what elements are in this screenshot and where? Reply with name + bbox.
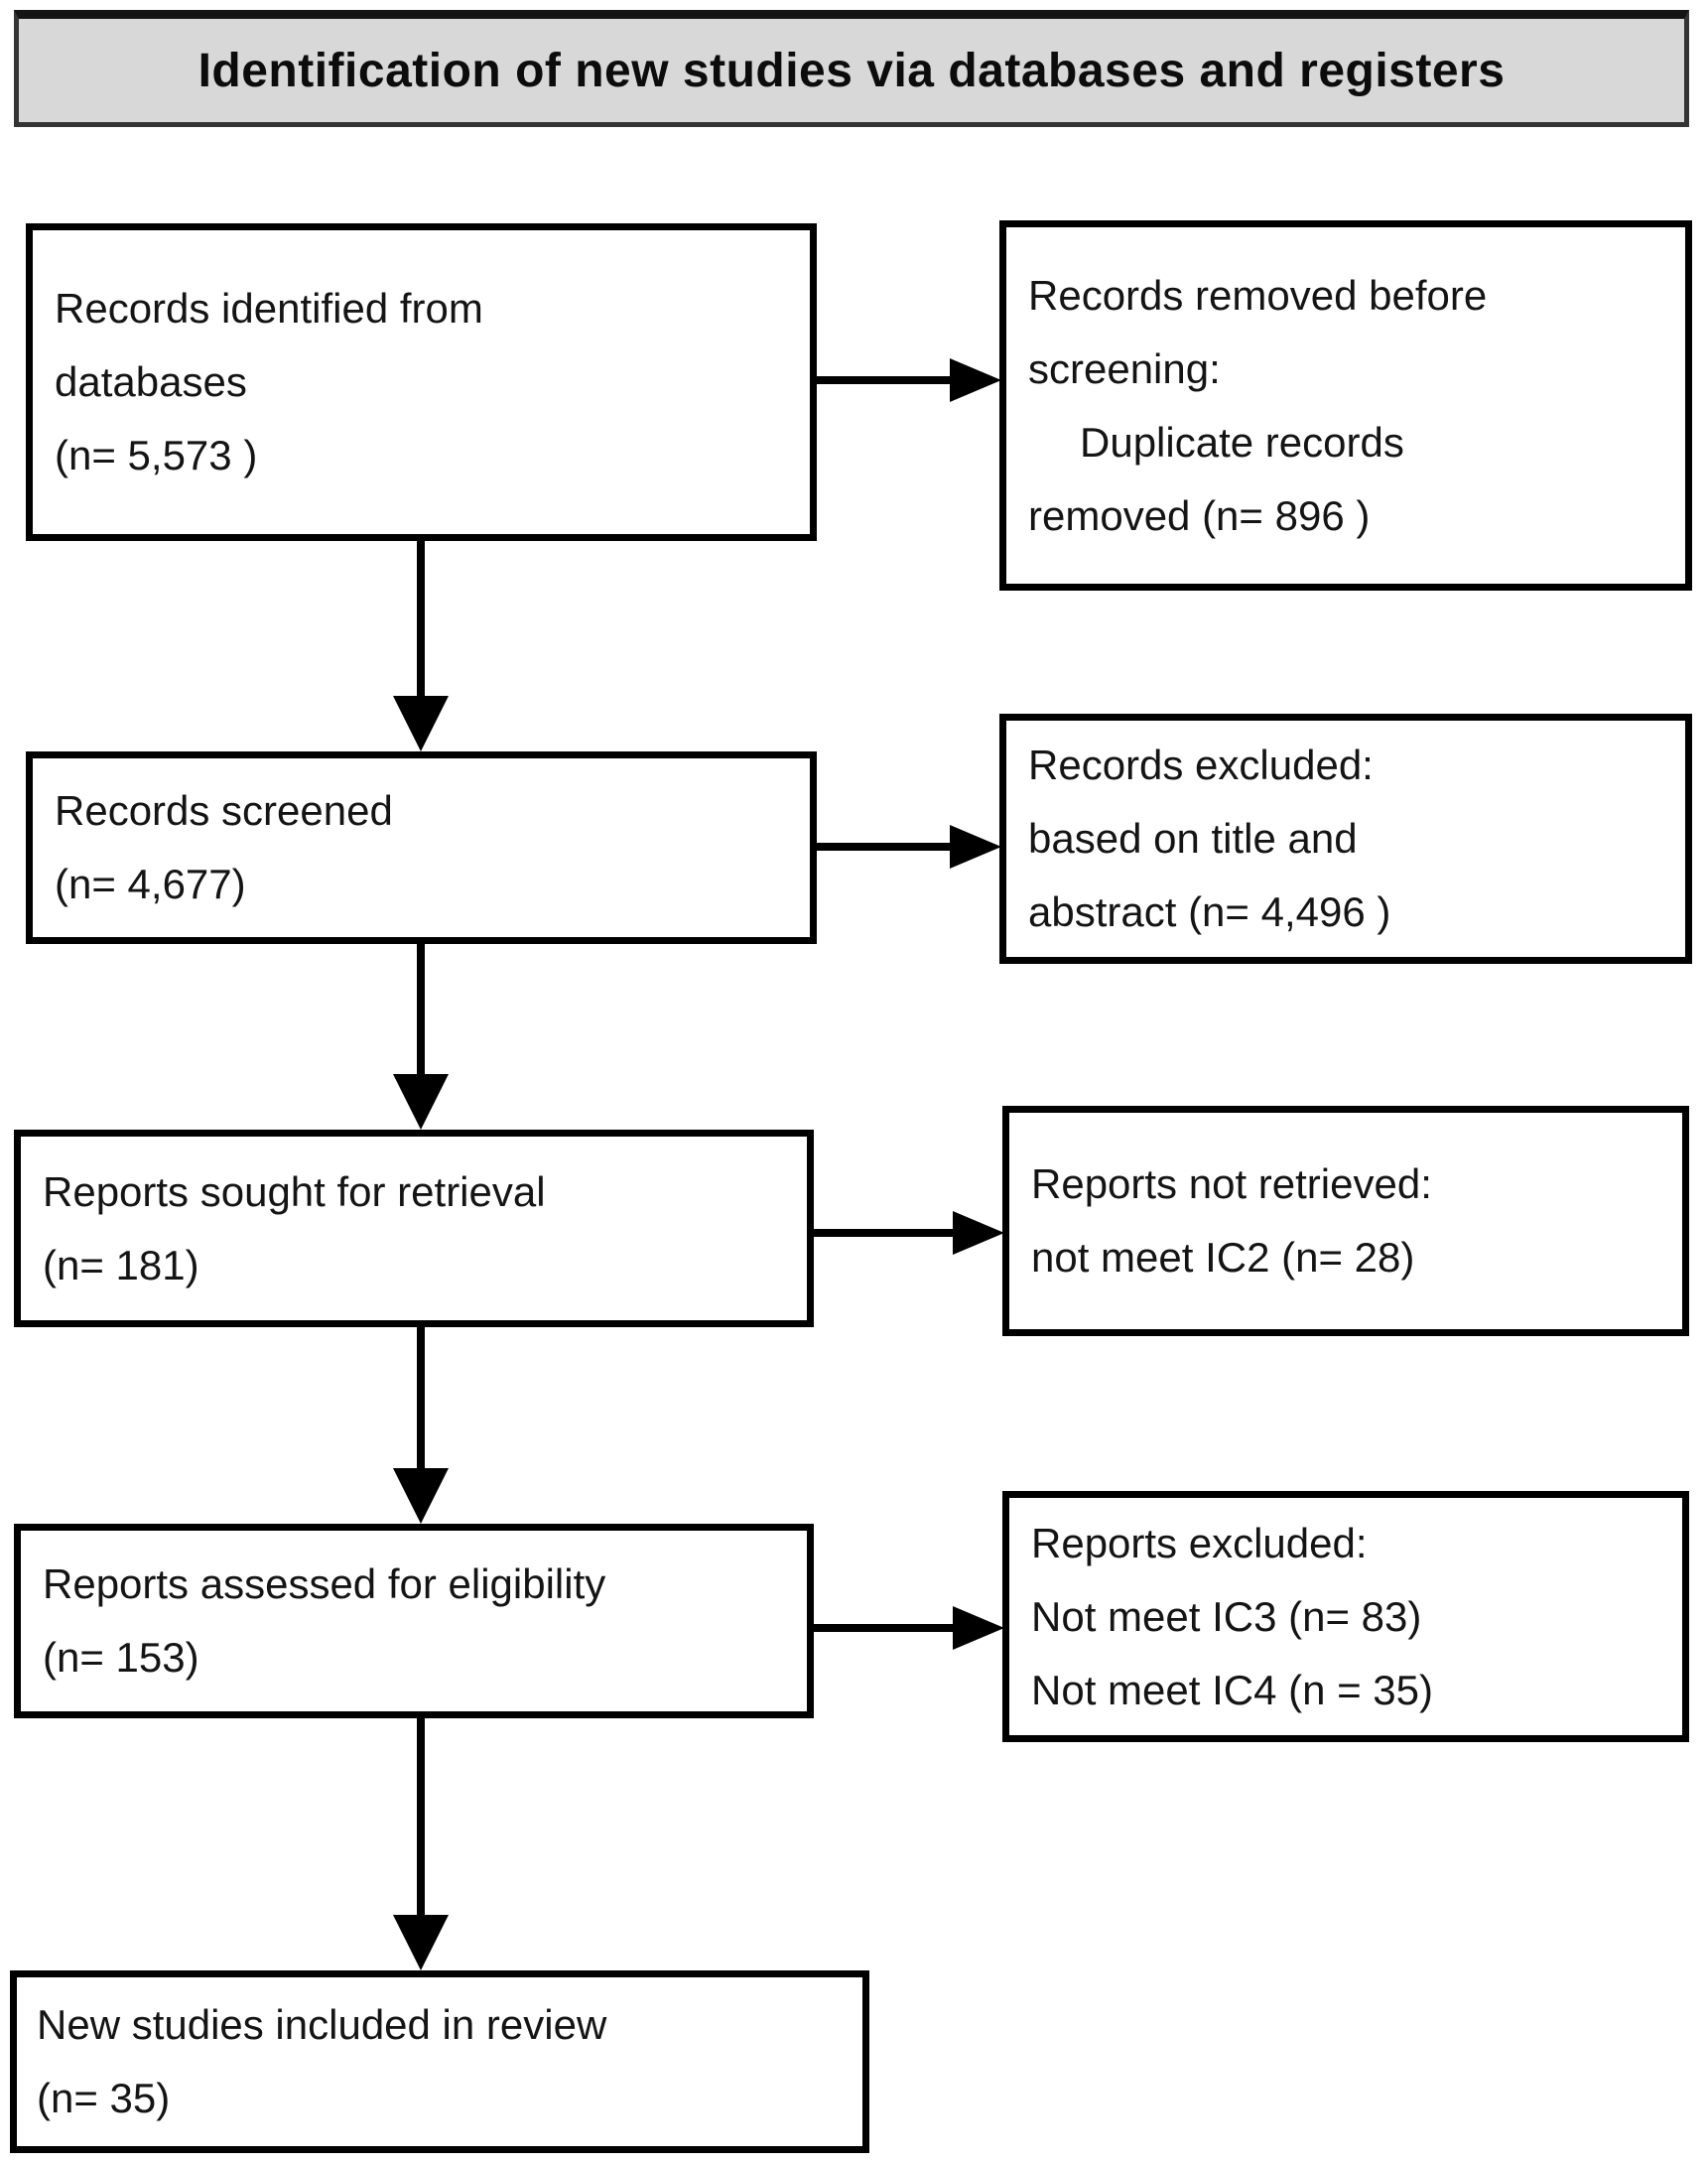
box-records-screened: Records screened (n= 4,677): [26, 751, 817, 944]
box-line: Not meet IC4 (n = 35): [1031, 1666, 1434, 1713]
arrowhead-down-icon: [393, 1468, 449, 1524]
box-reports-assessed: Reports assessed for eligibility (n= 153…: [14, 1524, 814, 1718]
box-line: (n= 5,573 ): [55, 432, 258, 478]
box-line: Reports excluded:: [1031, 1519, 1368, 1566]
arrowhead-right-icon: [950, 825, 1001, 869]
box-new-studies-included: New studies included in review (n= 35): [10, 1970, 869, 2153]
arrowhead-right-icon: [953, 1606, 1004, 1650]
box-line: Records removed before: [1028, 271, 1488, 319]
box-line: Reports sought for retrieval: [43, 1167, 546, 1215]
arrow-shaft: [812, 1624, 961, 1632]
box-reports-excluded: Reports excluded: Not meet IC3 (n= 83) N…: [1002, 1491, 1689, 1742]
box-line: Reports assessed for eligibility: [43, 1560, 606, 1607]
arrow-shaft: [812, 376, 958, 384]
arrowhead-down-icon: [393, 1915, 449, 1970]
box-records-excluded: Records excluded: based on title and abs…: [999, 714, 1692, 964]
box-line: (n= 153): [43, 1634, 199, 1681]
arrow-shaft: [417, 1327, 425, 1478]
box-line: New studies included in review: [37, 2001, 607, 2048]
box-line: screening:: [1028, 344, 1221, 392]
box-line: not meet IC2 (n= 28): [1031, 1234, 1415, 1281]
box-line: Duplicate records: [1080, 418, 1404, 466]
arrowhead-down-icon: [393, 1074, 449, 1130]
box-line: abstract (n= 4,496 ): [1028, 888, 1391, 935]
box-reports-not-retrieved: Reports not retrieved: not meet IC2 (n= …: [1002, 1106, 1689, 1336]
box-line: removed (n= 896 ): [1028, 491, 1371, 539]
box-line: based on title and: [1028, 815, 1358, 862]
box-line: databases: [55, 358, 247, 405]
arrowhead-right-icon: [953, 1211, 1004, 1255]
box-line: (n= 35): [37, 2075, 171, 2121]
box-line: Records screened: [55, 787, 393, 834]
box-reports-sought: Reports sought for retrieval (n= 181): [14, 1130, 814, 1327]
arrow-shaft: [812, 1229, 961, 1237]
diagram-title: Identification of new studies via databa…: [197, 44, 1506, 97]
box-line: Records identified from: [55, 285, 483, 332]
box-line: Reports not retrieved:: [1031, 1160, 1432, 1207]
arrow-shaft: [417, 944, 425, 1084]
diagram-title-bar: Identification of new studies via databa…: [14, 10, 1689, 127]
arrowhead-down-icon: [393, 696, 449, 751]
box-line: (n= 181): [43, 1241, 199, 1288]
box-line: Records excluded:: [1028, 742, 1374, 788]
arrow-shaft: [417, 541, 425, 706]
arrow-shaft: [417, 1718, 425, 1925]
arrow-shaft: [812, 843, 958, 851]
box-line: (n= 4,677): [55, 861, 246, 907]
box-line: Not meet IC3 (n= 83): [1031, 1592, 1422, 1640]
box-records-removed-before-screening: Records removed before screening: Duplic…: [999, 220, 1692, 591]
box-records-identified: Records identified from databases (n= 5,…: [26, 223, 817, 541]
arrowhead-right-icon: [950, 358, 1001, 402]
